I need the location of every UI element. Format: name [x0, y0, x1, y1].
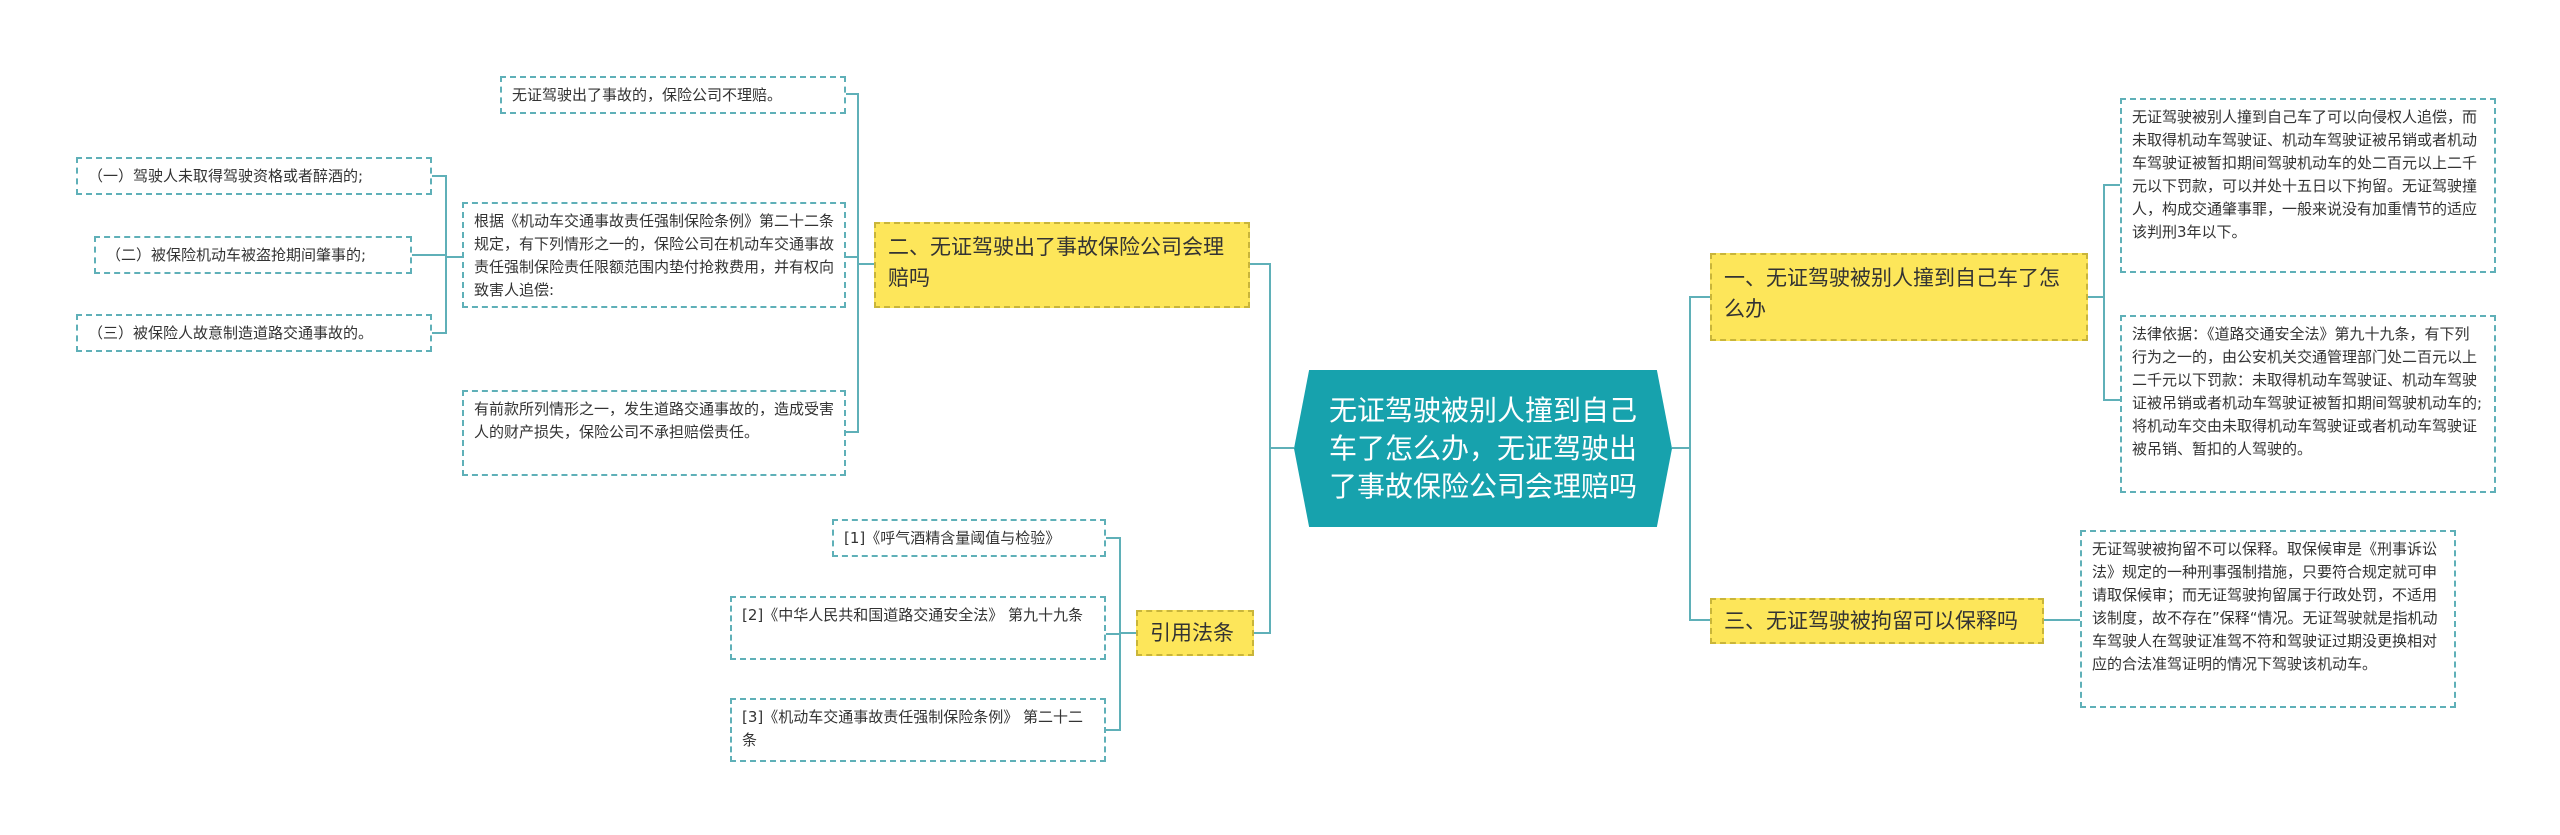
branch-no-license-hit[interactable]: 一、无证驾驶被别人撞到自己车了怎么办 — [1710, 253, 2088, 341]
branch-detention-bail-title: 三、无证驾驶被拘留可以保释吗 — [1724, 609, 2018, 633]
leaf-situation-3-text: （三）被保险人故意制造道路交通事故的。 — [88, 324, 374, 342]
branch-insurance-claim-title: 二、无证驾驶出了事故保险公司会理赔吗 — [888, 235, 1224, 290]
leaf-situation-1-text: （一）驾驶人未取得驾驶资格或者醉酒的; — [88, 167, 364, 185]
ref-item-2-text: [2]《中华人民共和国道路交通安全法》 第九十九条 — [742, 606, 1084, 624]
leaf-situation-1[interactable]: （一）驾驶人未取得驾驶资格或者醉酒的; — [76, 157, 432, 195]
leaf-no-claim[interactable]: 无证驾驶出了事故的，保险公司不理赔。 — [500, 76, 846, 114]
leaf-no-property-liability[interactable]: 有前款所列情形之一，发生道路交通事故的，造成受害人的财产损失，保险公司不承担赔偿… — [462, 390, 846, 476]
branch-no-license-hit-title: 一、无证驾驶被别人撞到自己车了怎么办 — [1724, 266, 2060, 321]
branch-cited-laws[interactable]: 引用法条 — [1136, 610, 1254, 656]
leaf-legal-basis-art99-text: 法律依据：《道路交通安全法》第九十九条，有下列行为之一的，由公安机关交通管理部门… — [2132, 325, 2483, 458]
ref-item-3[interactable]: [3]《机动车交通事故责任强制保险条例》 第二十二条 — [730, 698, 1106, 762]
leaf-situation-2-text: （二）被保险机动车被盗抢期间肇事的; — [106, 246, 367, 264]
leaf-no-property-liability-text: 有前款所列情形之一，发生道路交通事故的，造成受害人的财产损失，保险公司不承担赔偿… — [474, 400, 835, 441]
ref-item-1-text: [1]《呼气酒精含量阈值与检验》 — [844, 529, 1061, 547]
central-topic[interactable]: 无证驾驶被别人撞到自己车了怎么办，无证驾驶出了事故保险公司会理赔吗 — [1294, 370, 1672, 527]
leaf-regulation-art22-text: 根据《机动车交通事故责任强制保险条例》第二十二条规定，有下列情形之一的，保险公司… — [474, 212, 835, 299]
ref-item-1[interactable]: [1]《呼气酒精含量阈值与检验》 — [832, 519, 1106, 557]
ref-item-3-text: [3]《机动车交通事故责任强制保险条例》 第二十二条 — [742, 708, 1084, 749]
branch-detention-bail[interactable]: 三、无证驾驶被拘留可以保释吗 — [1710, 598, 2044, 644]
ref-item-2[interactable]: [2]《中华人民共和国道路交通安全法》 第九十九条 — [730, 596, 1106, 660]
central-topic-text: 无证驾驶被别人撞到自己车了怎么办，无证驾驶出了事故保险公司会理赔吗 — [1328, 393, 1637, 503]
leaf-no-bail-text: 无证驾驶被拘留不可以保释。取保候审是《刑事诉讼法》规定的一种刑事强制措施，只要符… — [2092, 540, 2438, 673]
leaf-no-bail[interactable]: 无证驾驶被拘留不可以保释。取保候审是《刑事诉讼法》规定的一种刑事强制措施，只要符… — [2080, 530, 2456, 708]
leaf-recourse-penalty[interactable]: 无证驾驶被别人撞到自己车了可以向侵权人追偿，而未取得机动车驾驶证、机动车驾驶证被… — [2120, 98, 2496, 273]
branch-cited-laws-title: 引用法条 — [1150, 621, 1234, 645]
leaf-no-claim-text: 无证驾驶出了事故的，保险公司不理赔。 — [512, 86, 783, 104]
branch-insurance-claim[interactable]: 二、无证驾驶出了事故保险公司会理赔吗 — [874, 222, 1250, 308]
leaf-situation-3[interactable]: （三）被保险人故意制造道路交通事故的。 — [76, 314, 432, 352]
leaf-recourse-penalty-text: 无证驾驶被别人撞到自己车了可以向侵权人追偿，而未取得机动车驾驶证、机动车驾驶证被… — [2132, 108, 2478, 241]
leaf-legal-basis-art99[interactable]: 法律依据：《道路交通安全法》第九十九条，有下列行为之一的，由公安机关交通管理部门… — [2120, 315, 2496, 493]
leaf-situation-2[interactable]: （二）被保险机动车被盗抢期间肇事的; — [94, 236, 412, 274]
leaf-regulation-art22[interactable]: 根据《机动车交通事故责任强制保险条例》第二十二条规定，有下列情形之一的，保险公司… — [462, 202, 846, 308]
